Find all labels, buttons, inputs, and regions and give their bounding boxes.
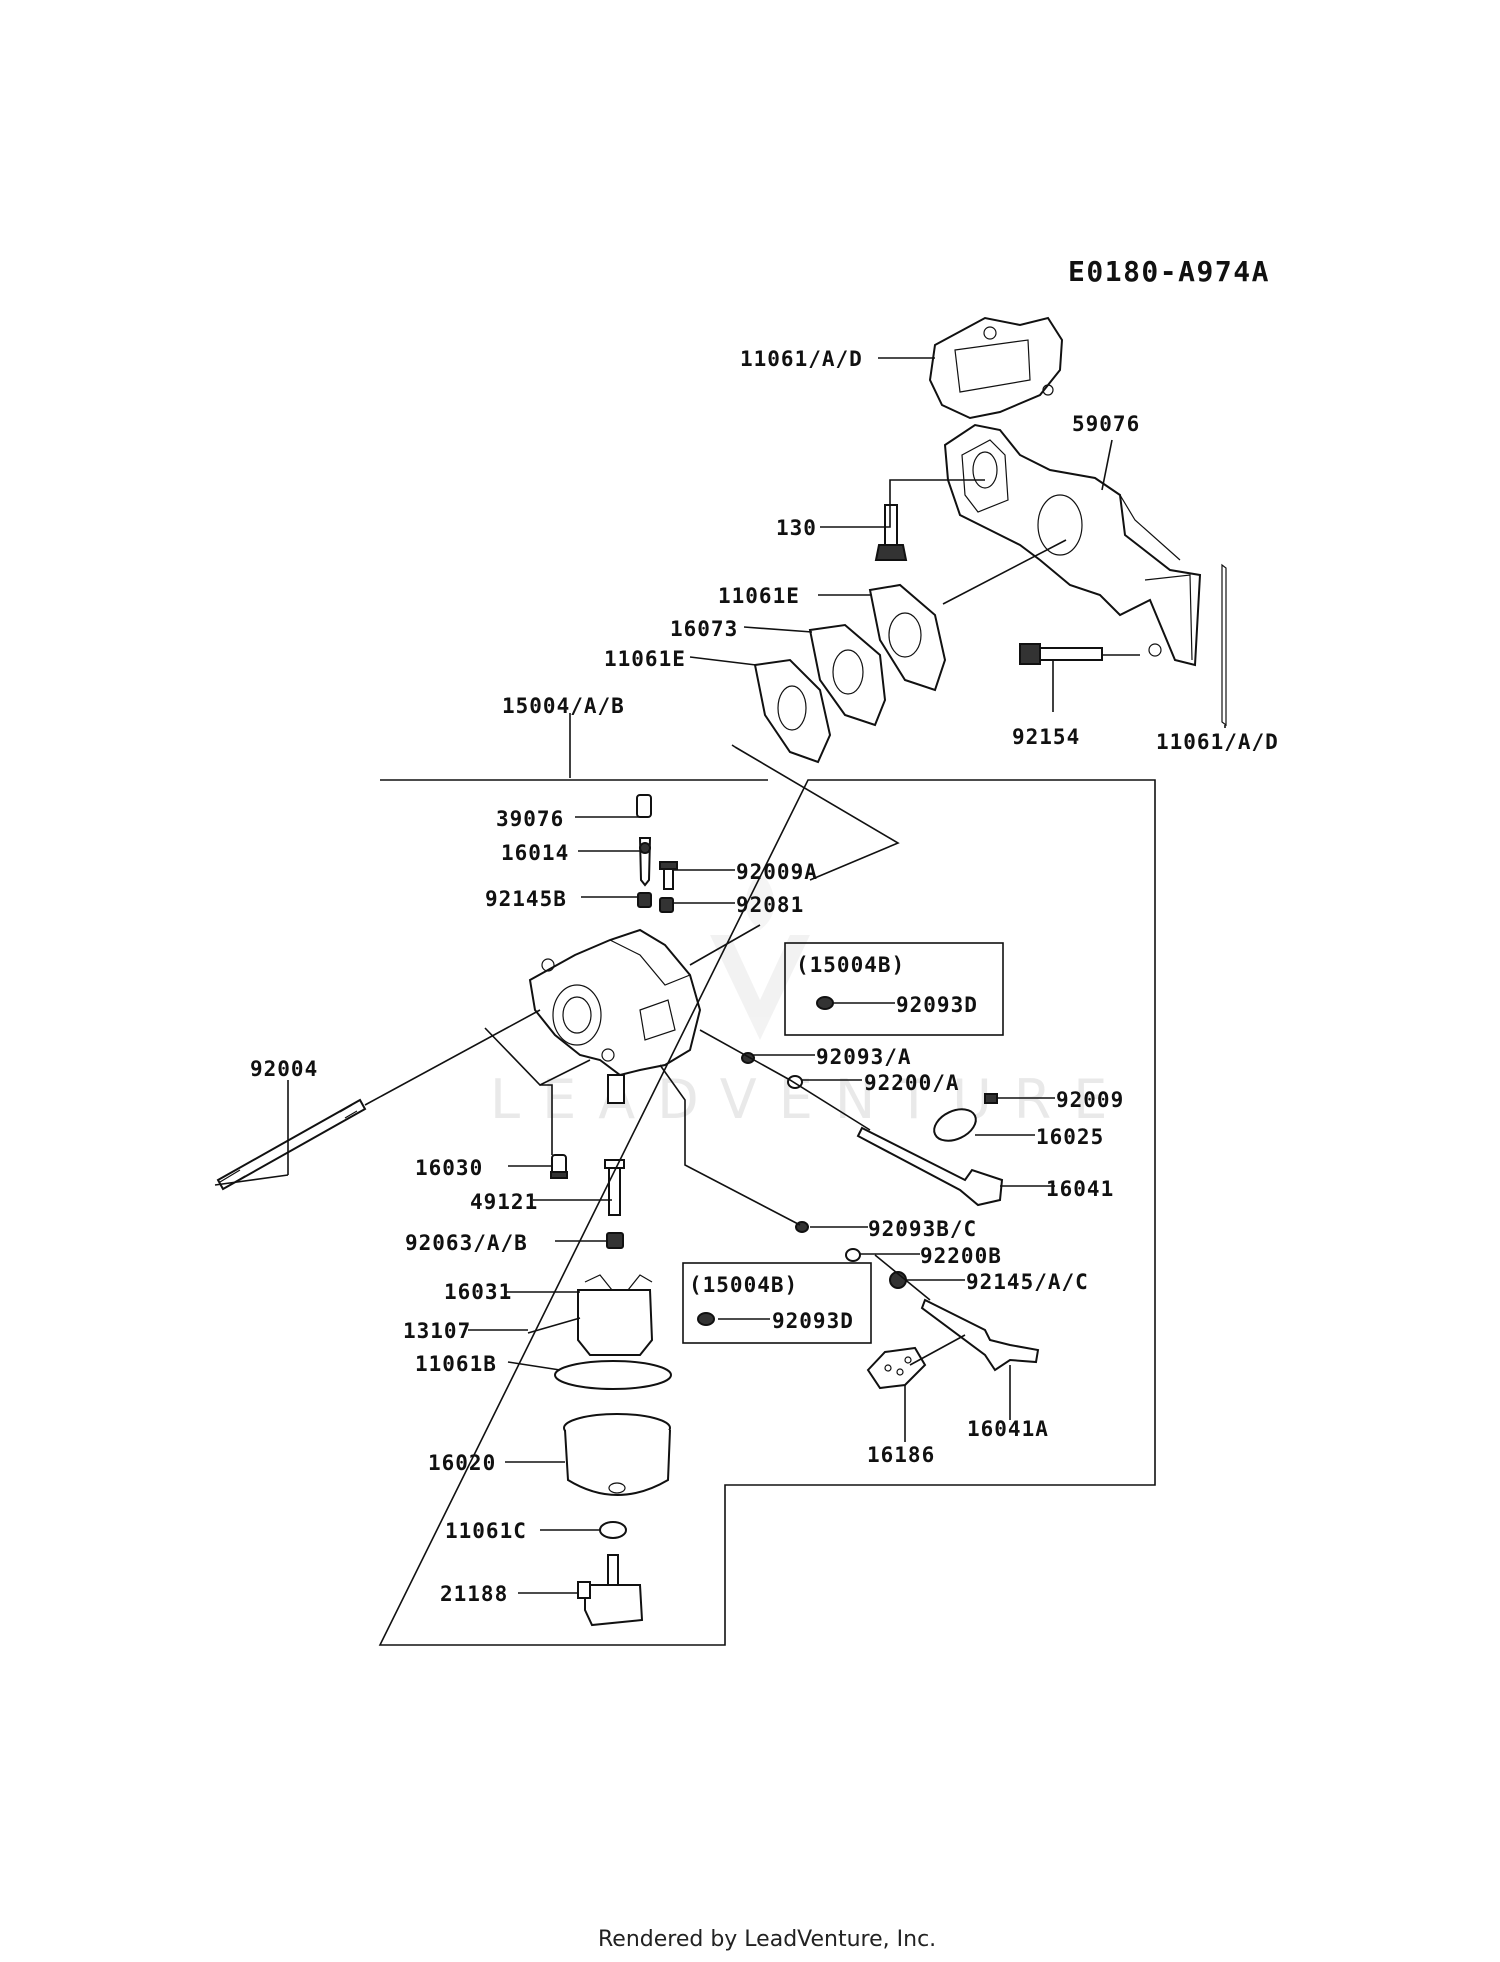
jet-16030-part bbox=[550, 1154, 568, 1179]
label-11061e-1: 11061E bbox=[718, 584, 800, 608]
footer-credit: Rendered by LeadVenture, Inc. bbox=[598, 1927, 936, 1952]
label-16031: 16031 bbox=[444, 1280, 512, 1304]
label-15004b-box1: (15004B) bbox=[796, 953, 905, 977]
washer-92200b-part bbox=[845, 1248, 861, 1262]
label-92145b: 92145B bbox=[485, 887, 567, 911]
choke-plate-16025-part bbox=[933, 1108, 977, 1142]
needle-16014-part bbox=[638, 837, 652, 887]
label-11061-a-d-top: 11061/A/D bbox=[740, 347, 863, 371]
label-92009a: 92009A bbox=[736, 860, 818, 884]
gasket-11061e-1-part bbox=[868, 583, 947, 692]
float-16031-part bbox=[577, 1274, 654, 1356]
label-11061c: 11061C bbox=[445, 1519, 527, 1543]
label-16186: 16186 bbox=[867, 1443, 935, 1467]
label-92093d-box1: 92093D bbox=[896, 993, 978, 1017]
gasket-right-part bbox=[1221, 563, 1227, 727]
float-bowl-16020-part bbox=[563, 1413, 671, 1496]
watermark-text: LEADVENTURE bbox=[490, 1068, 1129, 1131]
label-92009: 92009 bbox=[1056, 1088, 1124, 1112]
diagram-code: E0180-A974A bbox=[1068, 255, 1270, 288]
label-49121: 49121 bbox=[470, 1190, 538, 1214]
label-59076: 59076 bbox=[1072, 412, 1140, 436]
label-92093b-c: 92093B/C bbox=[868, 1217, 977, 1241]
label-16041a: 16041A bbox=[967, 1417, 1049, 1441]
option-box-15004b-1 bbox=[784, 942, 1004, 1036]
label-39076: 39076 bbox=[496, 807, 564, 831]
carburetor-assembly-frame bbox=[378, 779, 1156, 1646]
bolt-130-part bbox=[874, 504, 908, 561]
label-16014: 16014 bbox=[501, 841, 569, 865]
spring-92145b-part bbox=[637, 892, 652, 908]
label-13107: 13107 bbox=[403, 1319, 471, 1343]
throttle-shaft-16041a-part bbox=[920, 1298, 1040, 1372]
label-92200b: 92200B bbox=[920, 1244, 1002, 1268]
gasket-11061c-part bbox=[599, 1521, 627, 1539]
bolt-92154-part bbox=[1019, 643, 1103, 665]
solenoid-21188-part bbox=[577, 1554, 644, 1627]
label-16041: 16041 bbox=[1046, 1177, 1114, 1201]
label-16073: 16073 bbox=[670, 617, 738, 641]
choke-shaft-16041-part bbox=[856, 1126, 1004, 1207]
label-11061e-2: 11061E bbox=[604, 647, 686, 671]
stud-92004-part bbox=[216, 1098, 367, 1191]
screw-92009-part bbox=[984, 1093, 998, 1104]
label-16030: 16030 bbox=[415, 1156, 483, 1180]
label-15004b-box2: (15004B) bbox=[689, 1273, 798, 1297]
label-16020: 16020 bbox=[428, 1451, 496, 1475]
spring-92081-part bbox=[659, 897, 674, 913]
label-92081: 92081 bbox=[736, 893, 804, 917]
washer-92093d-box1-part bbox=[816, 996, 834, 1010]
option-box-15004b-2 bbox=[682, 1262, 872, 1344]
carburetor-body-part bbox=[528, 928, 702, 1104]
throttle-plate-16186-part bbox=[866, 1346, 927, 1390]
screw-92009a-part bbox=[659, 861, 678, 890]
label-130: 130 bbox=[776, 516, 817, 540]
label-16025: 16025 bbox=[1036, 1125, 1104, 1149]
label-92093d-box2: 92093D bbox=[772, 1309, 854, 1333]
label-92154: 92154 bbox=[1012, 725, 1080, 749]
label-92004: 92004 bbox=[250, 1057, 318, 1081]
leader-lines bbox=[214, 357, 1226, 1594]
pin-13107-part bbox=[527, 1317, 581, 1334]
label-92145-a-c: 92145/A/C bbox=[966, 1270, 1089, 1294]
label-11061-a-d-right: 11061/A/D bbox=[1156, 730, 1279, 754]
intake-manifold-part bbox=[943, 423, 1202, 667]
label-21188: 21188 bbox=[440, 1582, 508, 1606]
gasket-11061e-2-part bbox=[753, 658, 832, 764]
washer-92093d-box2-part bbox=[697, 1312, 715, 1326]
gasket-top-part bbox=[928, 316, 1064, 420]
cap-39076-part bbox=[636, 794, 652, 818]
label-92093-a: 92093/A bbox=[816, 1045, 912, 1069]
label-15004-a-b: 15004/A/B bbox=[502, 694, 625, 718]
tube-49121-part bbox=[604, 1159, 625, 1216]
oring-11061b-part bbox=[554, 1360, 672, 1390]
spacer-16073-part bbox=[808, 623, 887, 727]
screw-92063-part bbox=[606, 1232, 624, 1249]
label-11061b: 11061B bbox=[415, 1352, 497, 1376]
label-92063-a-b: 92063/A/B bbox=[405, 1231, 528, 1255]
label-92200-a: 92200/A bbox=[864, 1071, 960, 1095]
